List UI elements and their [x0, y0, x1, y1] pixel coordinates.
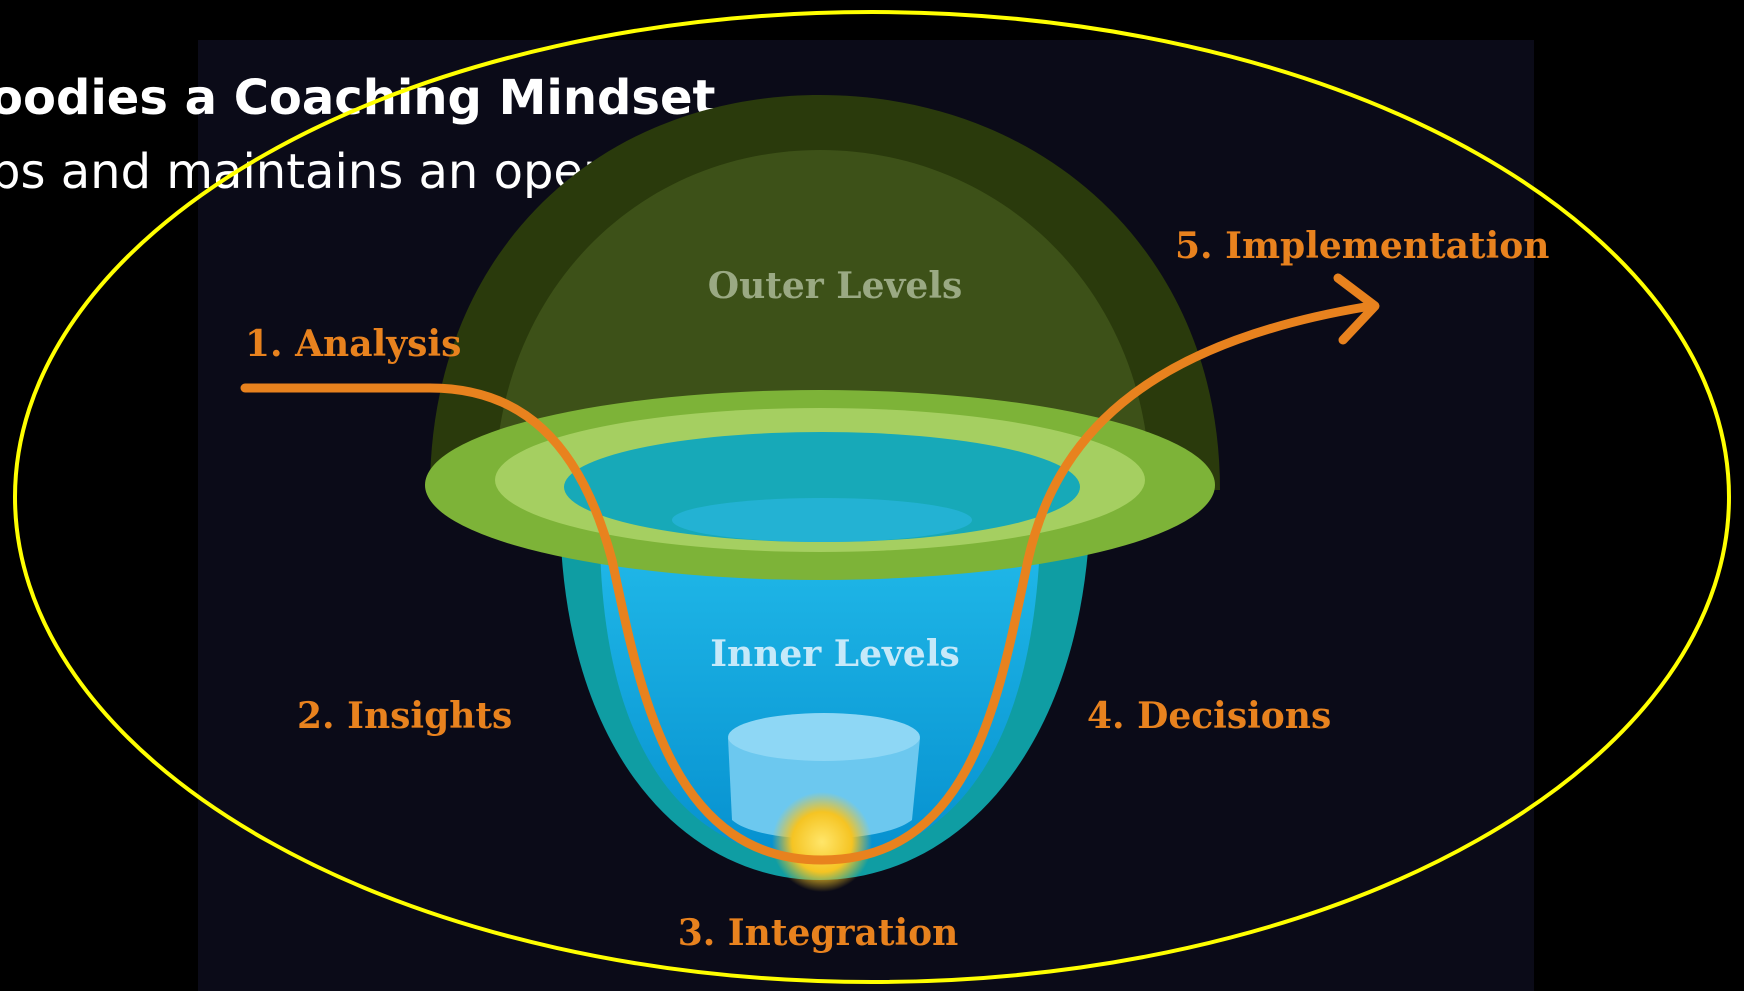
ring-opening-inner — [672, 498, 972, 542]
inner-levels-label: Inner Levels — [710, 633, 960, 675]
stage-insights-label: 2. Insights — [297, 695, 512, 737]
journey-arrowhead — [1333, 273, 1380, 345]
stage-integration-label: 3. Integration — [678, 912, 959, 954]
inner-bowl — [600, 545, 1040, 860]
stage-analysis-label: 1. Analysis — [245, 323, 461, 365]
stage-implementation-label: 5. Implementation — [1175, 225, 1549, 267]
core-glow — [772, 792, 872, 892]
slide-heading: oodies a Coaching Mindset — [0, 70, 716, 126]
innermost-cup — [728, 738, 920, 839]
innermost-cup-rim — [728, 713, 920, 761]
stage-decisions-label: 4. Decisions — [1087, 695, 1331, 737]
outer-levels-label: Outer Levels — [708, 265, 963, 307]
highlight-ellipse — [13, 10, 1731, 984]
journey-path — [240, 302, 1370, 865]
